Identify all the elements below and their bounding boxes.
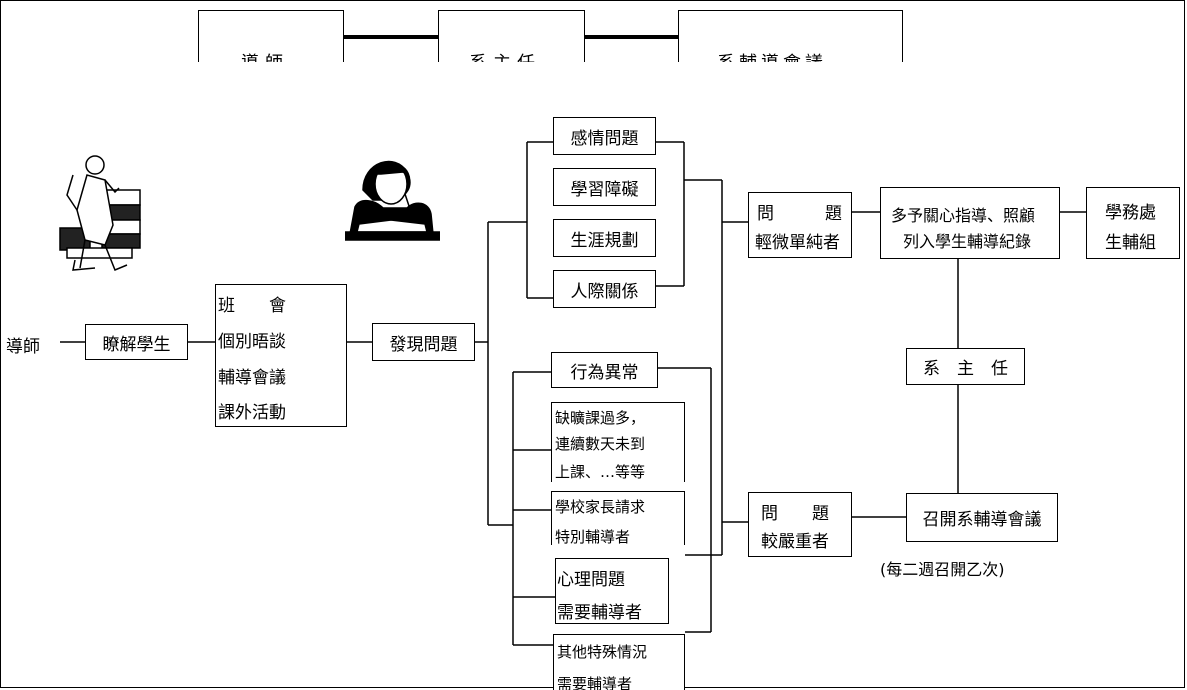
understand-students-box: 瞭解學生 bbox=[85, 324, 188, 360]
header-box-chair: 系主任 bbox=[438, 10, 585, 62]
serious-item-psych: 心理問題 需要輔導者 bbox=[555, 558, 669, 624]
counseling-meeting-box: 召開系輔導會議 bbox=[906, 493, 1058, 542]
minor-category-box: 問 題 輕微單純者 bbox=[748, 192, 852, 258]
method-extracurricular: 課外活動 bbox=[218, 403, 286, 423]
methods-box: 班 會 個別晤談 輔導會議 課外活動 bbox=[215, 284, 347, 427]
serious-item-absence: 缺曠課過多， 連續數天未到 上課、…等等 bbox=[551, 402, 685, 482]
student-affairs-box: 學務處 生輔組 bbox=[1086, 187, 1180, 259]
discover-problem-box: 發現問題 bbox=[372, 323, 475, 361]
minor-action-box: 多予關心指導、照顧 列入學生輔導紀錄 bbox=[880, 187, 1060, 259]
serious-item-parents: 學校家長請求 特別輔導者 bbox=[551, 491, 685, 545]
method-counseling-meeting: 輔導會議 bbox=[218, 368, 286, 388]
minor-item-career: 生涯規劃 bbox=[553, 219, 656, 257]
meeting-frequency-note: (每二週召開乙次) bbox=[880, 560, 1005, 579]
person-with-books-illustration bbox=[59, 155, 141, 271]
minor-item-relationship: 人際關係 bbox=[553, 270, 656, 308]
serious-item-behavior: 行為異常 bbox=[551, 352, 658, 388]
mentor-label: 導師 bbox=[6, 337, 40, 357]
serious-category-box: 問 題 較嚴重者 bbox=[748, 492, 852, 557]
method-individual-talk: 個別晤談 bbox=[218, 332, 286, 352]
minor-item-emotion: 感情問題 bbox=[553, 117, 656, 155]
student-reading-illustration bbox=[345, 160, 440, 241]
header-box-mentor: 導師 bbox=[198, 10, 344, 62]
serious-item-other: 其他特殊情況 需要輔導者 bbox=[553, 634, 685, 690]
minor-item-learning: 學習障礙 bbox=[553, 168, 656, 206]
chair-box: 系 主 任 bbox=[906, 348, 1025, 385]
method-class-meeting: 班 會 bbox=[218, 296, 286, 316]
header-box-meeting: 系輔導會議 bbox=[678, 10, 903, 62]
